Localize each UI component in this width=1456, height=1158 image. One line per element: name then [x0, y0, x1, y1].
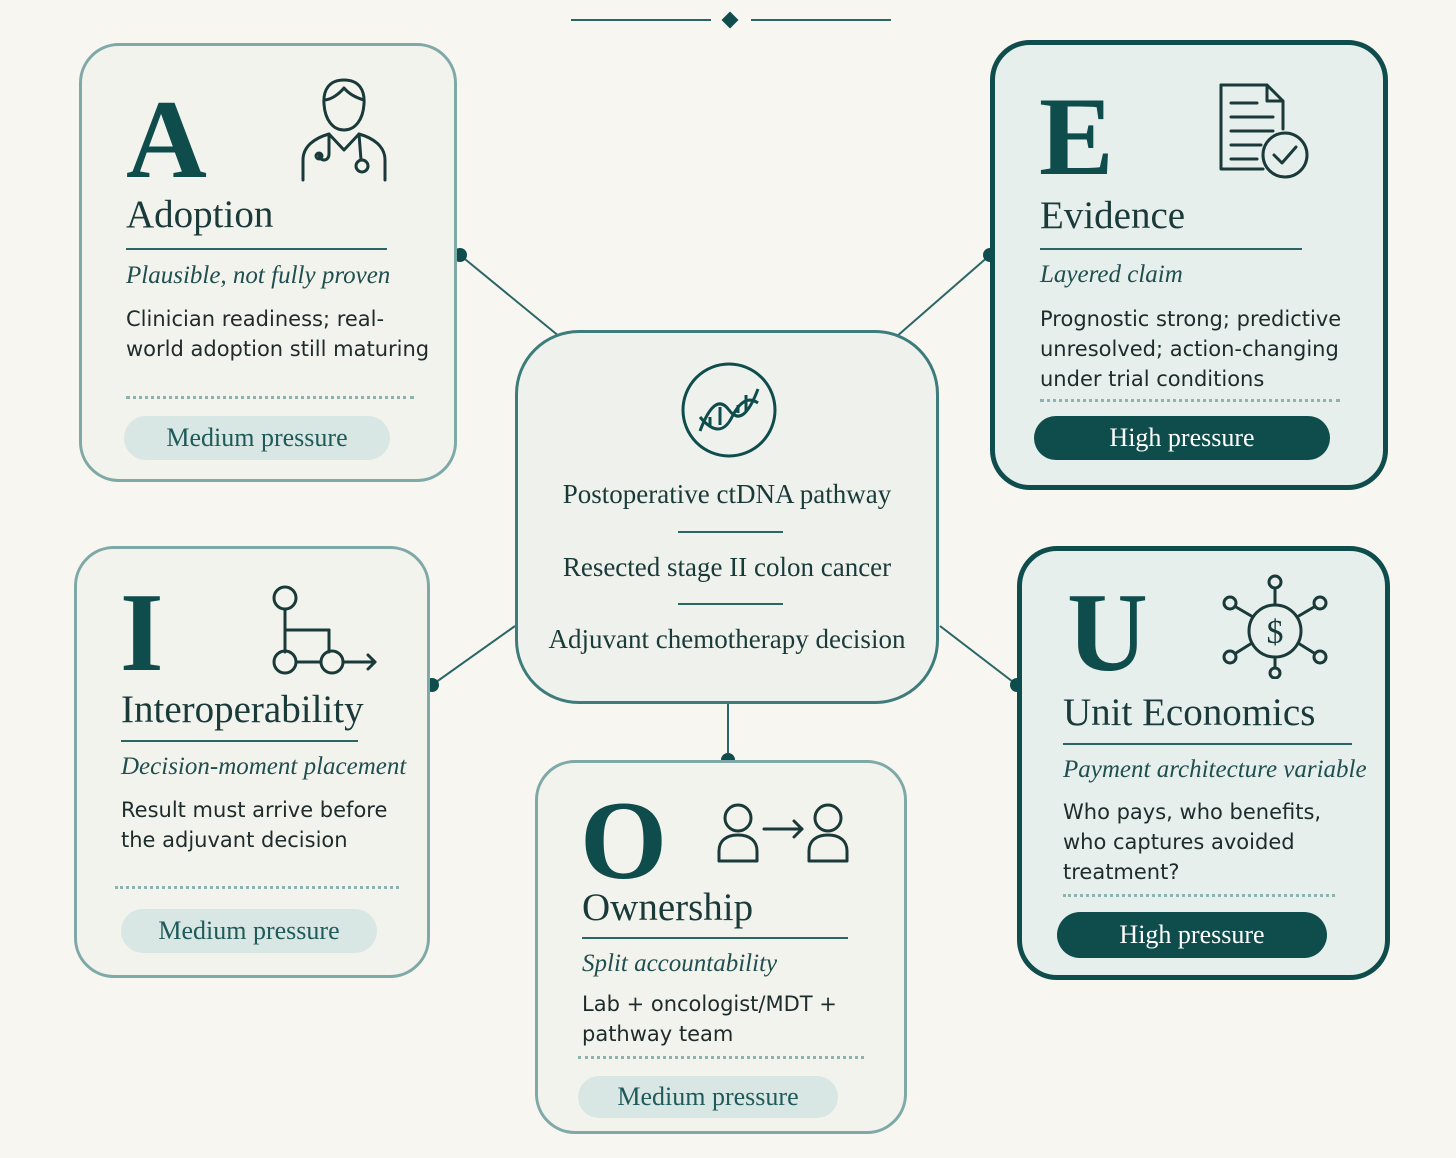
card-description: Who pays, who benefits, who captures avo… [1063, 800, 1322, 884]
pressure-badge: High pressure [1057, 912, 1327, 958]
card-dotted-divider [1040, 399, 1340, 402]
card-letter: E [1039, 75, 1114, 199]
center-decision-label: Adjuvant chemotherapy decision [548, 624, 906, 654]
card-title: Adoption [126, 193, 274, 236]
card-dotted-divider [1063, 894, 1335, 897]
card-letter: I [120, 571, 164, 695]
connector-adoption [459, 254, 561, 338]
card-description: Lab + oncologist/MDT + pathway team [582, 992, 837, 1046]
pressure-badge: High pressure [1034, 416, 1330, 460]
card-title-rule [1040, 248, 1302, 250]
card-adoption: A Adoption Plausible, not fully proven C… [79, 43, 457, 482]
connector-evidence [895, 254, 991, 338]
center-population-label: Resected stage II colon cancer [562, 552, 892, 582]
card-subtitle: Layered claim [1040, 261, 1183, 288]
card-title: Evidence [1040, 194, 1186, 237]
svg-text:$: $ [1267, 614, 1284, 651]
card-title-rule [126, 248, 387, 250]
card-title-rule [582, 937, 848, 939]
center-divider-2 [678, 603, 783, 605]
card-title-rule [121, 740, 358, 742]
card-description: Result must arrive before the adjuvant d… [121, 798, 388, 852]
ornament-diamond [721, 11, 739, 29]
card-letter: O [580, 779, 668, 903]
workflow-icon [272, 585, 377, 675]
card-dotted-divider [126, 396, 414, 399]
card-description: Prognostic strong; predictive unresolved… [1040, 307, 1342, 391]
card-description: Clinician readiness; real-world adoption… [126, 307, 430, 361]
pressure-badge: Medium pressure [578, 1076, 838, 1118]
pressure-badge: Medium pressure [124, 416, 390, 460]
connector-unit-economics [939, 625, 1018, 686]
card-evidence: E Evidence Layered claim Prognostic stro… [990, 40, 1388, 490]
pressure-badge: Medium pressure [121, 909, 377, 953]
card-subtitle: Split accountability [582, 950, 778, 977]
doctor-icon [301, 78, 387, 182]
handoff-icon [717, 803, 849, 863]
center-divider-1 [678, 531, 783, 533]
center-pathway-label: Postoperative ctDNA pathway [562, 479, 892, 509]
card-title: Ownership [582, 886, 754, 929]
card-dotted-divider [578, 1056, 864, 1059]
center-node: Postoperative ctDNA pathway Resected sta… [515, 330, 939, 704]
card-subtitle: Plausible, not fully proven [126, 262, 391, 289]
card-letter: U [1067, 571, 1148, 695]
card-subtitle: Payment architecture variable [1063, 756, 1367, 783]
card-subtitle: Decision-moment placement [121, 753, 407, 780]
dna-icon [681, 362, 777, 458]
card-title: Interoperability [121, 688, 364, 731]
card-unit-economics: U $ Unit Economics Payment architecture … [1017, 546, 1390, 980]
card-title-rule [1063, 743, 1352, 745]
card-title: Unit Economics [1063, 691, 1316, 734]
card-ownership: O Ownership Split accountability Lab + o… [535, 760, 907, 1134]
card-letter: A [126, 78, 207, 202]
card-dotted-divider [115, 886, 399, 889]
card-interoperability: I Interoperability Decision-moment place… [74, 546, 430, 978]
document-check-icon [1219, 83, 1309, 179]
dollar-network-icon: $ [1222, 574, 1328, 679]
connector-interoperability [431, 625, 516, 686]
